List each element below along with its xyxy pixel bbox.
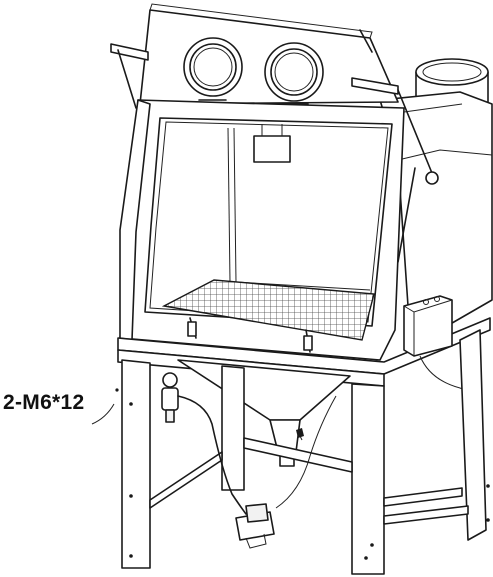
callout-leader [91,388,119,425]
stand-legs [121,329,490,575]
work-grate [161,279,375,353]
viewing-lid [139,3,399,105]
control-box [403,295,471,393]
air-regulator [161,372,337,515]
lid-struts [110,43,439,263]
bolt-spec-callout: 2-M6*12 [3,391,85,414]
foot-pedal [235,503,275,549]
cabinet-right-side [379,91,493,336]
